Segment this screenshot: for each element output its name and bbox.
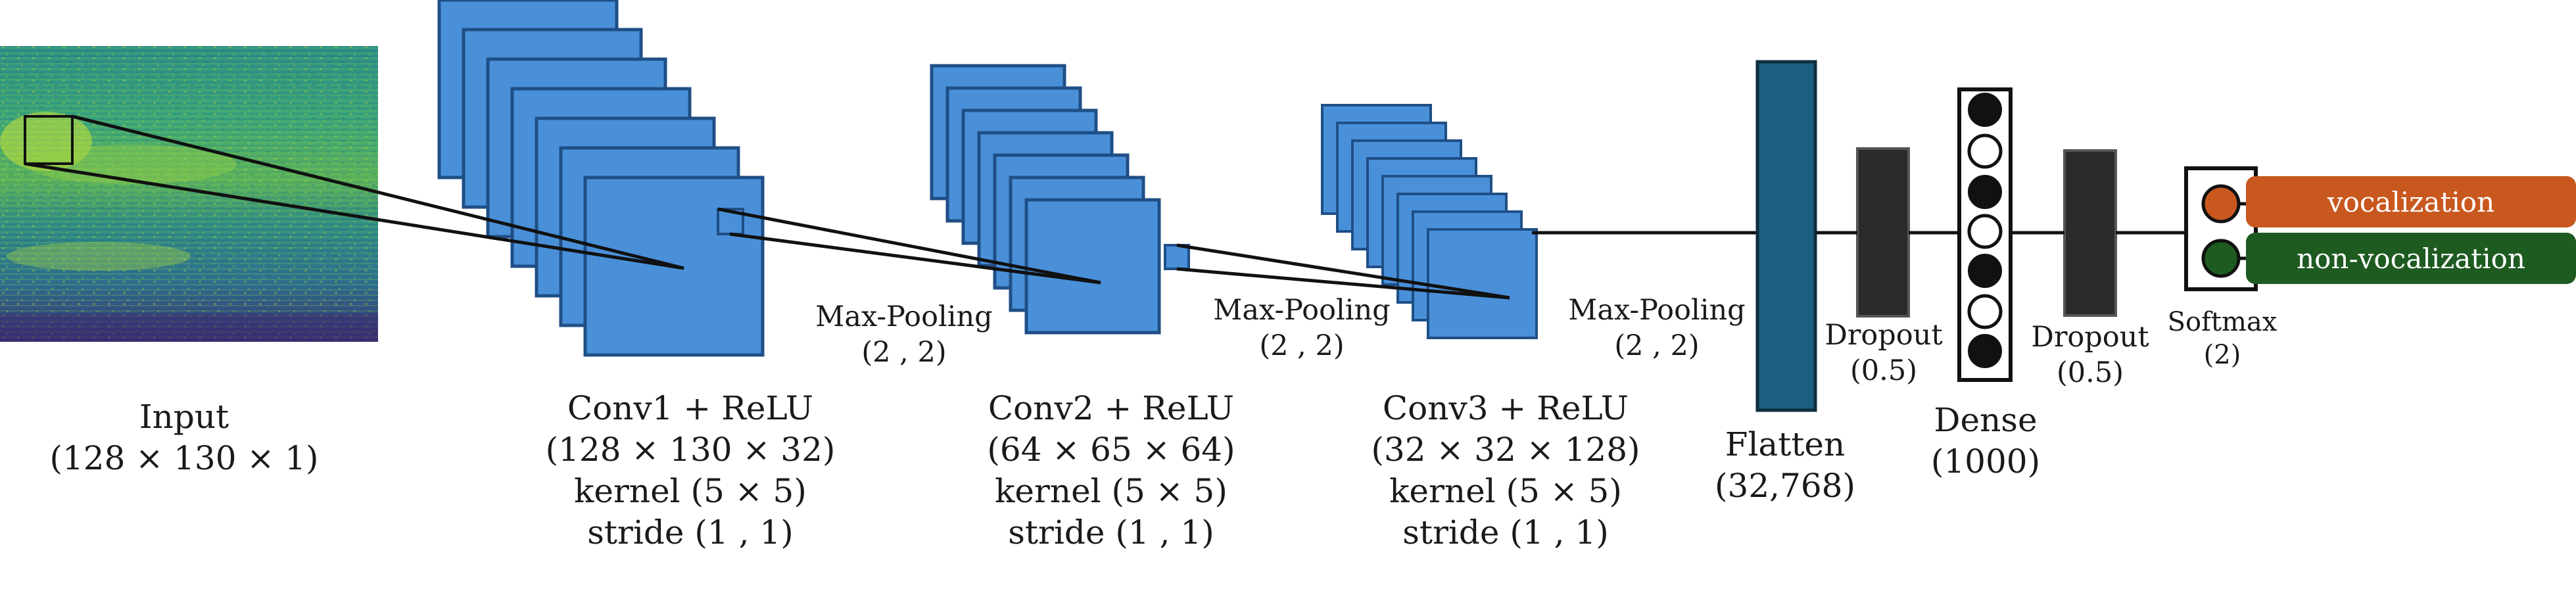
softmax-vocalization-node (2201, 184, 2241, 224)
dense-neuron (1968, 334, 2002, 368)
non-vocalization-output: non-vocalization (2246, 233, 2576, 284)
vocalization-label: vocalization (2327, 185, 2495, 218)
pool2-title: Max-Pooling (1213, 294, 1391, 327)
pool1-label: Max-Pooling (2 , 2) (796, 299, 1013, 370)
pool2-label: Max-Pooling (2 , 2) (1193, 293, 1410, 364)
flatten-size: (32,768) (1715, 467, 1855, 505)
conv1-stride: stride (1 , 1) (587, 513, 794, 552)
conv2-shape: (64 × 65 × 64) (987, 431, 1235, 469)
flatten-label: Flatten (32,768) (1696, 424, 1874, 507)
flatten-layer-bar (1755, 60, 1817, 412)
input-title: Input (139, 398, 229, 436)
conv1-kernel: kernel (5 × 5) (574, 472, 807, 510)
flatten-title: Flatten (1725, 425, 1846, 463)
dense-neuron (1967, 133, 2003, 169)
dropout2-label: Dropout (0.5) (2021, 319, 2159, 390)
dense-neuron (1968, 175, 2002, 209)
dense-neuron (1967, 294, 2003, 329)
conv3-label: Conv3 + ReLU (32 × 32 × 128) kernel (5 ×… (1335, 388, 1677, 554)
dropout1-label: Dropout (0.5) (1815, 318, 1953, 389)
dropout2-layer-bar (2063, 149, 2117, 317)
conv2-label: Conv2 + ReLU (64 × 65 × 64) kernel (5 × … (947, 388, 1276, 554)
input-shape: (128 × 130 × 1) (49, 439, 319, 477)
pool2-size: (2 , 2) (1259, 329, 1345, 363)
softmax-size: (2) (2203, 340, 2241, 371)
dropout1-rate: (0.5) (1850, 354, 1917, 388)
feature-map (1427, 228, 1538, 339)
pool3-title: Max-Pooling (1568, 294, 1746, 327)
conv3-title: Conv3 + ReLU (1382, 389, 1629, 427)
dense-size: (1000) (1930, 442, 2041, 481)
conv3-kernel: kernel (5 × 5) (1389, 472, 1622, 510)
output-connectors (2239, 202, 2246, 260)
non-vocalization-label: non-vocalization (2297, 242, 2525, 275)
dropout1-layer-bar (1856, 147, 1910, 318)
conv2-stride: stride (1 , 1) (1008, 513, 1214, 552)
vocalization-output: vocalization (2246, 176, 2576, 227)
conv1-feature-map-stack (437, 0, 765, 357)
dense-title: Dense (1934, 401, 2038, 439)
dropout1-title: Dropout (1825, 319, 1943, 352)
input-receptive-field (24, 115, 74, 165)
conv2-feature-map-stack (930, 64, 1161, 335)
conv3-feature-map-stack (1321, 104, 1538, 339)
feature-map (1024, 198, 1161, 335)
softmax-layer (2184, 166, 2258, 291)
conv3-shape: (32 × 32 × 128) (1371, 431, 1640, 469)
input-label: Input (128 × 130 × 1) (13, 396, 355, 479)
pool1-size: (2 , 2) (861, 336, 947, 369)
conv3-stride: stride (1 , 1) (1402, 513, 1609, 552)
conv2-kernel: kernel (5 × 5) (995, 472, 1228, 510)
conv2-title: Conv2 + ReLU (988, 389, 1235, 427)
dropout2-rate: (0.5) (2057, 356, 2124, 390)
conv1-shape: (128 × 130 × 32) (545, 431, 836, 469)
dropout2-title: Dropout (2031, 321, 2149, 354)
softmax-non-vocalization-node (2201, 239, 2241, 278)
input-spectrogram (0, 46, 378, 342)
softmax-title: Softmax (2167, 307, 2278, 337)
softmax-label: Softmax (2) (2157, 306, 2288, 372)
dense-layer (1957, 87, 2013, 382)
conv1-label: Conv1 + ReLU (128 × 130 × 32) kernel (5 … (526, 388, 855, 554)
dense-label: Dense (1000) (1907, 400, 2064, 483)
pool1-title: Max-Pooling (815, 300, 993, 333)
conv1-title: Conv1 + ReLU (567, 389, 814, 427)
pool3-size: (2 , 2) (1614, 329, 1700, 363)
dense-neuron (1968, 254, 2002, 288)
conv2-receptive-field (1164, 244, 1190, 270)
dense-neuron (1968, 93, 2002, 127)
pool3-label: Max-Pooling (2 , 2) (1548, 293, 1765, 364)
dense-neuron (1967, 214, 2003, 249)
